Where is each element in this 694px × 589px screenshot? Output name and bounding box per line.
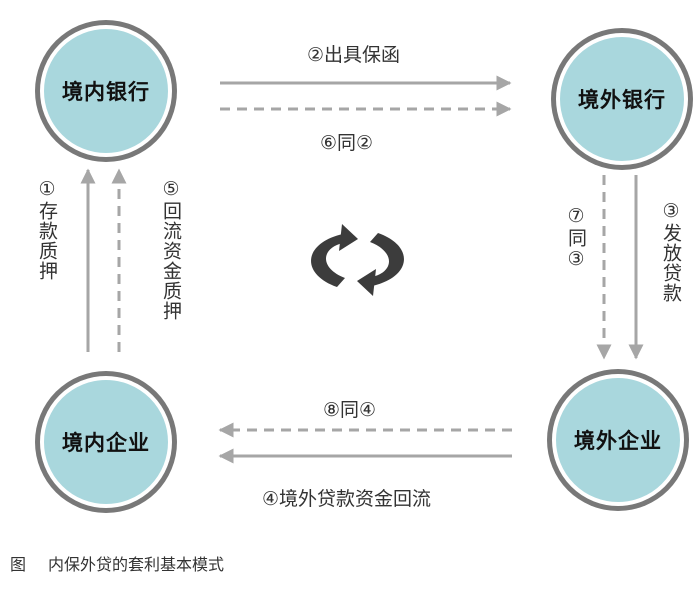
node-overseas-bank: 境外银行 [556, 33, 688, 165]
node-overseas-bank-label: 境外银行 [578, 88, 666, 112]
node-overseas-enterprise-label: 境外企业 [574, 429, 662, 453]
cycle-arrows-icon [311, 224, 404, 296]
flow-label-step4: ④境外贷款资金回流 [262, 488, 432, 510]
flow-label-step7: ⑦同③ [565, 205, 587, 271]
flow-label-step6: ⑥同② [320, 132, 374, 154]
flow-label-step2: ②出具保函 [307, 44, 401, 66]
node-domestic-bank: 境内银行 [40, 25, 172, 157]
node-domestic-enterprise-label: 境内企业 [62, 431, 150, 455]
node-domestic-bank-label: 境内银行 [62, 80, 150, 104]
flow-label-step3: ③发放贷款 [660, 200, 682, 303]
flow-label-step5: ⑤回流资金质押 [160, 178, 182, 321]
node-overseas-enterprise: 境外企业 [552, 374, 684, 506]
flow-label-step8: ⑧同④ [323, 399, 377, 421]
figure-caption: 图 内保外贷的套利基本模式 [10, 551, 224, 575]
flow-label-step1: ①存款质押 [36, 178, 58, 281]
figure-caption-text: 内保外贷的套利基本模式 [48, 555, 225, 574]
node-domestic-enterprise: 境内企业 [40, 376, 172, 508]
figure-caption-prefix: 图 [10, 555, 27, 574]
